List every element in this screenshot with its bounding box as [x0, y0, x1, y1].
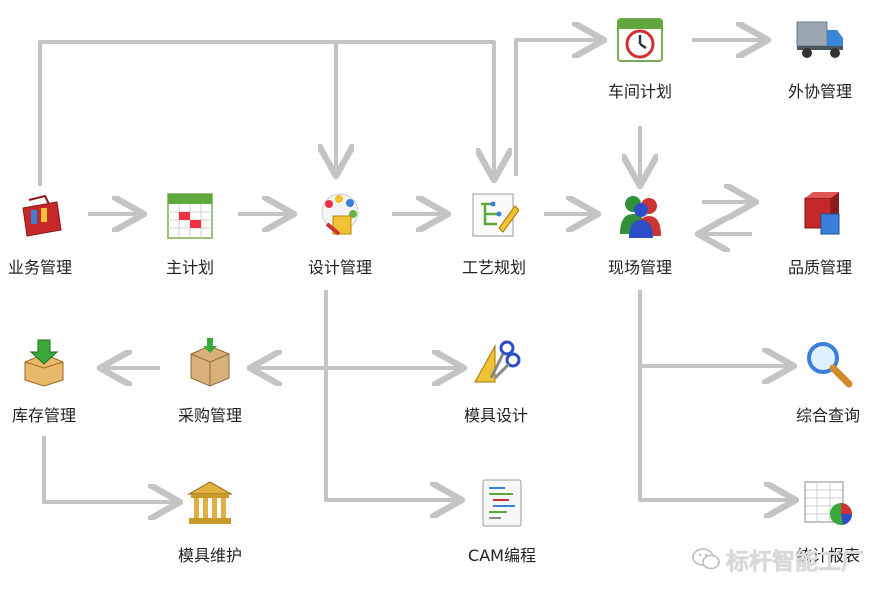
node-label: 外协管理	[787, 82, 852, 101]
node-label: 车间计划	[607, 82, 672, 101]
arrow-process-to-workshop	[514, 40, 600, 176]
node-label: 业务管理	[7, 258, 72, 277]
node-label: CAM编程	[468, 546, 536, 565]
clock-calendar-icon	[617, 18, 663, 62]
node-label: 设计管理	[307, 258, 372, 277]
toolbox-icon	[22, 194, 62, 237]
arrow-site-to-query	[638, 290, 792, 500]
spreadsheet-chart-icon	[804, 481, 853, 525]
watermark: 标杆智能工厂	[692, 542, 882, 576]
institution-icon	[187, 481, 233, 524]
wechat-icon	[692, 548, 720, 570]
watermark-text: 标杆智能工厂	[726, 549, 864, 575]
node-label: 工艺规划	[461, 258, 526, 277]
paint-palette-icon	[321, 193, 359, 236]
node-label: 模具维护	[177, 546, 242, 565]
code-document-icon	[482, 479, 522, 527]
package-icon	[190, 338, 230, 387]
workers-icon	[620, 196, 661, 238]
magnifier-icon	[807, 342, 853, 388]
drafting-tools-icon	[474, 340, 521, 383]
node-label: 模具设计	[463, 406, 528, 425]
node-label: 采购管理	[177, 406, 242, 425]
calendar-icon	[167, 193, 213, 239]
delivery-truck-icon	[796, 21, 843, 58]
arrow-business-loop	[38, 40, 494, 186]
inbox-box-icon	[24, 339, 64, 387]
node-label: 品质管理	[787, 258, 852, 277]
process-edit-icon	[472, 193, 519, 237]
arrow-design-to-cam	[324, 290, 458, 500]
node-label: 库存管理	[11, 406, 76, 425]
arrow-inventory-to-maint	[42, 436, 176, 502]
node-label: 现场管理	[607, 258, 672, 277]
node-label: 主计划	[165, 258, 214, 277]
cube-icon	[804, 192, 840, 235]
node-label: 综合查询	[795, 406, 860, 425]
node-label: 统计报表	[795, 546, 860, 565]
